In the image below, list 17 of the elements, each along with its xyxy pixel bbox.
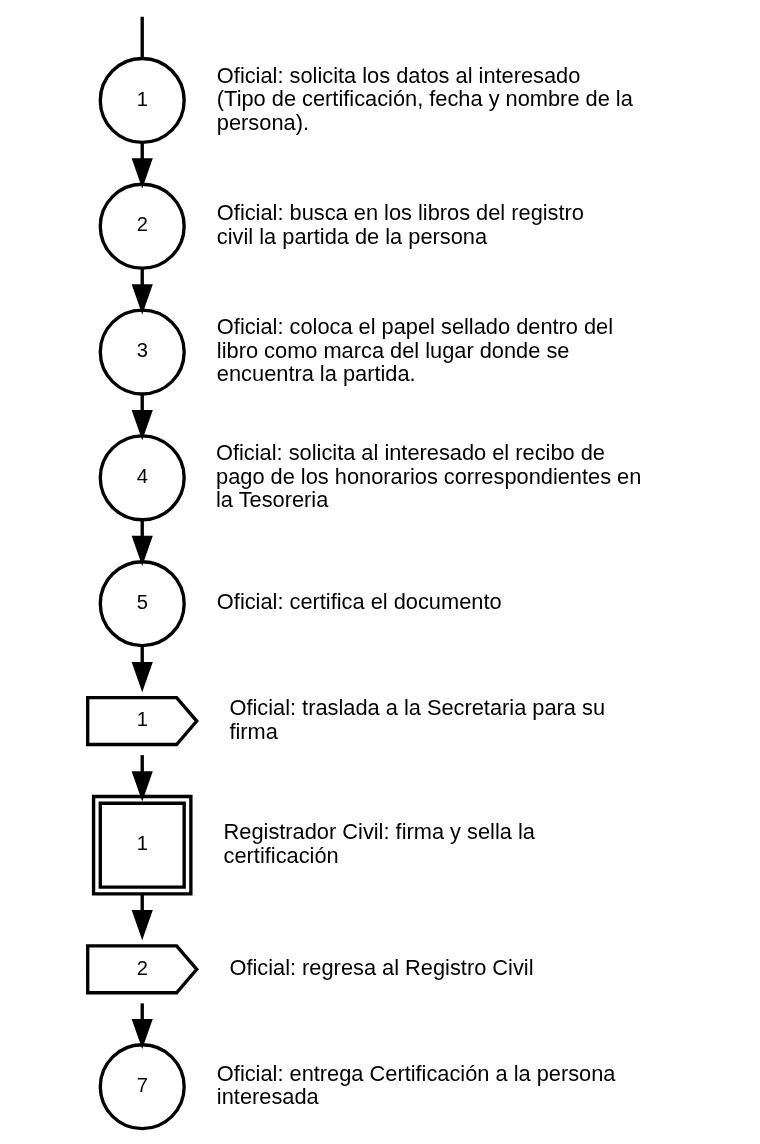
connector: [140, 16, 144, 59]
node-label: Oficial: entrega Certificación a la persona interesada: [216, 1060, 616, 1110]
node-label: Oficial: solicita al interesado el recibo de pago de los honorarios correspondientes en la Tesoreria: [216, 440, 642, 513]
node-label: Oficial: regresa al Registro Civil: [229, 955, 534, 981]
node-label: Oficial: traslada a la Secretaria para su firma: [229, 695, 606, 744]
node-label: Oficial: solicita los datos al interesado (Tipo de certificación, fecha y nombre de la persona).: [216, 62, 633, 135]
node-circle: 7: [98, 1043, 186, 1131]
node-box: 1: [91, 794, 193, 896]
node-circle: 3: [98, 308, 186, 396]
node-label: Oficial: coloca el papel sellado dentro del libro como marca del lugar donde se encuentra la partida.: [216, 314, 614, 387]
node-label: Oficial: busca en los libros del registro civil la partida de la persona: [216, 200, 584, 249]
node-label: Registrador Civil: firma y sella la certificación: [223, 819, 535, 868]
node-circle: 2: [98, 182, 186, 270]
node-label: Oficial: certifica el documento: [216, 589, 502, 615]
node-circle: 1: [98, 56, 186, 145]
node-circle: 5: [98, 560, 186, 648]
node-circle: 4: [98, 434, 186, 522]
